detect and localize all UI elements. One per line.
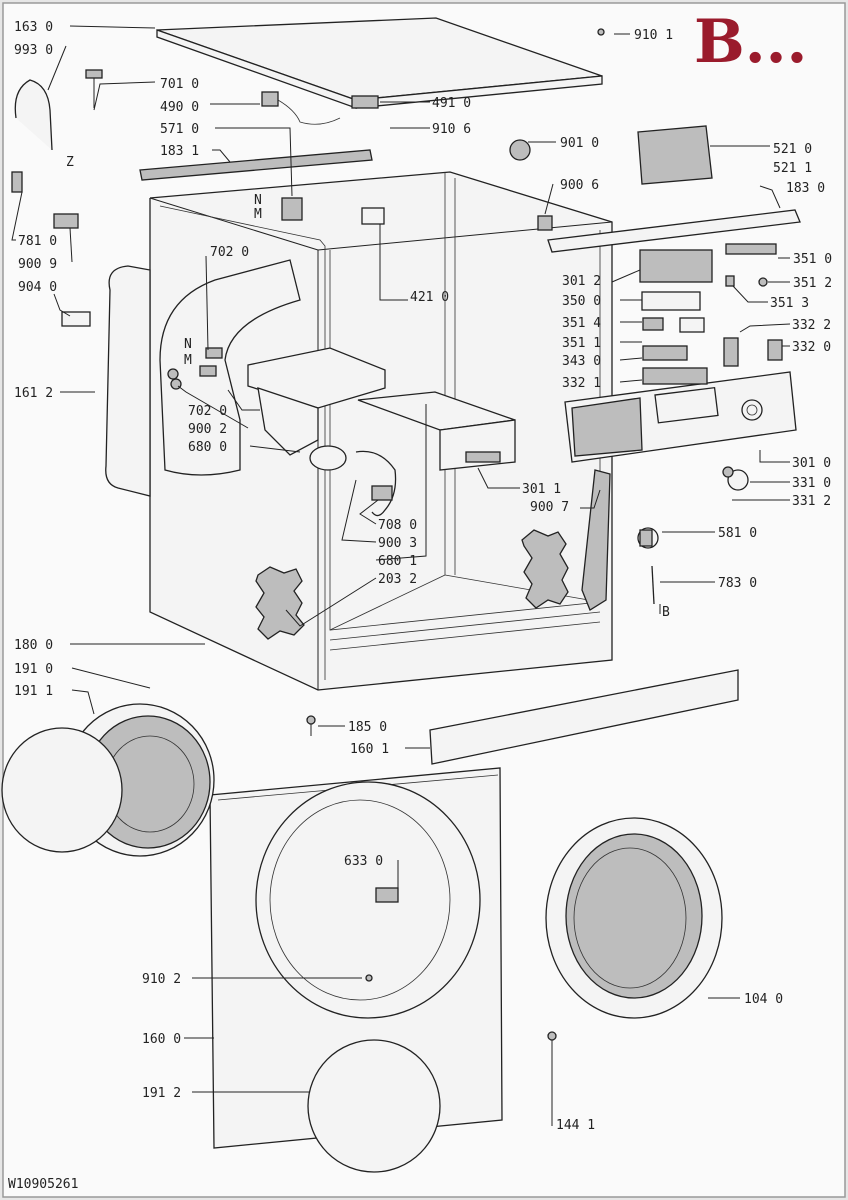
callout-191-0: 191 0 xyxy=(14,662,53,677)
callout-185-0: 185 0 xyxy=(348,720,387,735)
screw-144-1 xyxy=(547,1031,557,1041)
marker-z: Z xyxy=(66,155,74,170)
callout-351-2: 351 2 xyxy=(793,276,832,291)
callout-301-1: 301 1 xyxy=(522,482,561,497)
callout-160-1: 160 1 xyxy=(350,742,389,757)
rod-783-0 xyxy=(651,565,655,605)
callout-901-0: 901 0 xyxy=(560,136,599,151)
door-glass-191-2 xyxy=(307,1039,441,1173)
control-board-parts xyxy=(639,243,783,385)
callout-680-0: 680 0 xyxy=(188,440,227,455)
wiring-harness-900-7 xyxy=(581,469,611,611)
callout-180-0: 180 0 xyxy=(14,638,53,653)
side-panel-161-2 xyxy=(105,265,151,497)
callout-521-1: 521 1 xyxy=(773,161,812,176)
marker-m-top: M xyxy=(254,207,262,222)
foam-pad-left xyxy=(255,566,305,640)
callout-900-7: 900 7 xyxy=(530,500,569,515)
callout-910-1: 910 1 xyxy=(634,28,673,43)
callout-680-1: 680 1 xyxy=(378,554,417,569)
callout-571-0: 571 0 xyxy=(160,122,199,137)
callout-161-2: 161 2 xyxy=(14,386,53,401)
callout-491-0: 491 0 xyxy=(432,96,471,111)
cabinet-body-180-0 xyxy=(149,171,613,691)
callout-702-0-upper: 702 0 xyxy=(210,245,249,260)
callout-993-0: 993 0 xyxy=(14,43,53,58)
callout-904-0: 904 0 xyxy=(18,280,57,295)
callout-900-6: 900 6 xyxy=(560,178,599,193)
callout-702-0-lower: 702 0 xyxy=(188,404,227,419)
callout-191-2: 191 2 xyxy=(142,1086,181,1101)
front-panel-160-0 xyxy=(209,767,503,1149)
dispenser-handle-521-0 xyxy=(637,125,713,185)
callout-301-2: 301 2 xyxy=(562,274,601,289)
detergent-dispenser-680-0 xyxy=(247,347,386,471)
callout-581-0: 581 0 xyxy=(718,526,757,541)
callout-351-3: 351 3 xyxy=(770,296,809,311)
callout-900-2: 900 2 xyxy=(188,422,227,437)
callout-183-0: 183 0 xyxy=(786,181,825,196)
callout-421-0: 421 0 xyxy=(410,290,449,305)
pressure-switch-581-0 xyxy=(637,527,659,549)
leader-lines xyxy=(11,25,791,1126)
callout-331-2: 331 2 xyxy=(792,494,831,509)
callout-104-0: 104 0 xyxy=(744,992,783,1007)
callout-708-0: 708 0 xyxy=(378,518,417,533)
door-191-0 xyxy=(1,703,215,857)
callout-203-2: 203 2 xyxy=(378,572,417,587)
callout-521-0: 521 0 xyxy=(773,142,812,157)
callout-160-0: 160 0 xyxy=(142,1032,181,1047)
callout-163-0: 163 0 xyxy=(14,20,53,35)
marker-n-top: N xyxy=(254,193,262,208)
callout-331-0: 331 0 xyxy=(792,476,831,491)
drawer-301-1 xyxy=(357,391,516,471)
callout-351-4: 351 4 xyxy=(562,316,601,331)
callout-490-0: 490 0 xyxy=(160,100,199,115)
callout-332-0: 332 0 xyxy=(792,340,831,355)
knob-331-0 xyxy=(722,466,749,491)
panel-rail-183-0 xyxy=(547,209,801,253)
callout-191-1: 191 1 xyxy=(14,684,53,699)
callout-332-2: 332 2 xyxy=(792,318,831,333)
callout-183-1: 183 1 xyxy=(160,144,199,159)
callout-350-0: 350 0 xyxy=(562,294,601,309)
callout-301-0: 301 0 xyxy=(792,456,831,471)
callout-910-6: 910 6 xyxy=(432,122,471,137)
callout-332-1: 332 1 xyxy=(562,376,601,391)
marker-b: B xyxy=(662,605,670,620)
callout-144-1: 144 1 xyxy=(556,1118,595,1133)
front-plinth-160-1 xyxy=(429,669,739,765)
callout-701-0: 701 0 xyxy=(160,77,199,92)
callout-343-0: 343 0 xyxy=(562,354,601,369)
control-panel-301-0 xyxy=(564,371,797,463)
callout-900-3: 900 3 xyxy=(378,536,417,551)
drawing-id: W10905261 xyxy=(8,1177,78,1192)
small-parts-top xyxy=(11,28,768,501)
callout-783-0: 783 0 xyxy=(718,576,757,591)
brand-logo: B... xyxy=(694,7,807,77)
marker-n-mid: N xyxy=(184,337,192,352)
callout-351-1: 351 1 xyxy=(562,336,601,351)
marker-m-mid: M xyxy=(184,353,192,368)
callout-351-0: 351 0 xyxy=(793,252,832,267)
foam-pad-right xyxy=(521,529,569,609)
callout-781-0: 781 0 xyxy=(18,234,57,249)
callout-labels: 163 0 910 1 993 0 701 0 490 0 491 0 571 … xyxy=(14,20,832,1133)
callout-910-2: 910 2 xyxy=(142,972,181,987)
callout-900-9: 900 9 xyxy=(18,257,57,272)
callout-633-0: 633 0 xyxy=(344,854,383,869)
door-ring-104-0 xyxy=(545,817,723,1019)
screw-185-0 xyxy=(306,715,316,736)
